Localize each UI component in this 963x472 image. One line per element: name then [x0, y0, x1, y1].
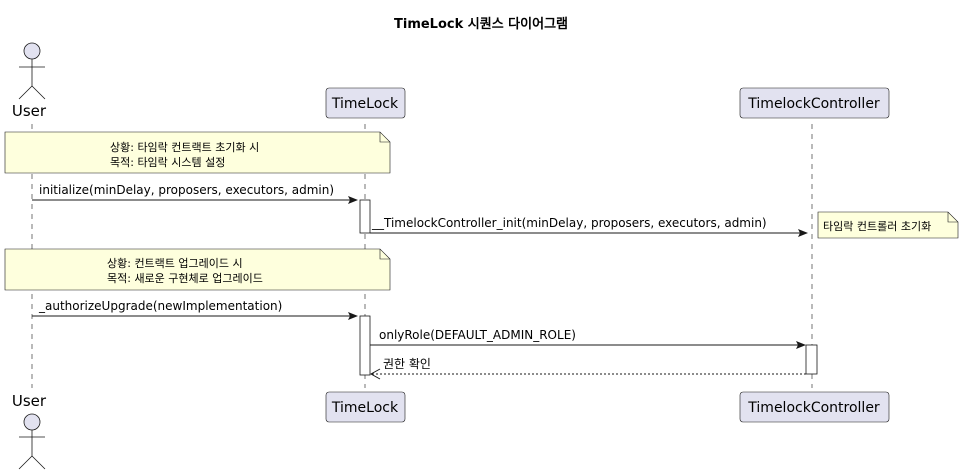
note-init-situation: 상황: 타임락 컨트랙트 초기화 시 [110, 141, 259, 154]
authorize-upgrade-message: _authorizeUpgrade(newImplementation) [38, 299, 282, 313]
note-upgrade-purpose: 목적: 새로운 구현체로 업그레이드 [107, 272, 263, 285]
controller-label-bottom: TimelockController [747, 400, 880, 416]
controller-participant-top [739, 87, 890, 119]
permission-return-message: 권한 확인 [383, 357, 431, 371]
controller-init-message: __TimelockController_init(minDelay, prop… [371, 216, 767, 230]
note-init-purpose: 목적: 타임락 시스템 설정 [110, 156, 225, 169]
controller-label-top: TimelockController [747, 96, 880, 112]
user-actor-bottom [18, 413, 46, 470]
timelock-activation-1 [359, 199, 371, 234]
only-role-message: onlyRole(DEFAULT_ADMIN_ROLE) [379, 328, 576, 342]
note-upgrade [4, 248, 391, 291]
note-upgrade-situation: 상황: 컨트랙트 업그레이드 시 [107, 257, 243, 270]
note-controller-init-text: 타임락 컨트롤러 초기화 [823, 220, 931, 233]
timelock-activation-2 [359, 315, 371, 376]
initialize-message: initialize(minDelay, proposers, executor… [39, 183, 334, 197]
timelock-participant-bottom [325, 391, 406, 423]
timelock-participant-top [325, 87, 406, 119]
user-label-top: User [12, 102, 47, 120]
timelock-label-bottom: TimeLock [331, 400, 399, 416]
note-controller-init [817, 211, 959, 239]
actor-head-icon [23, 413, 41, 431]
controller-participant-bottom [739, 391, 890, 423]
note-init [4, 131, 391, 174]
controller-activation [805, 344, 818, 375]
user-label-bottom: User [12, 392, 47, 410]
timelock-label-top: TimeLock [331, 96, 399, 112]
user-actor-top [18, 42, 46, 100]
actor-head-icon [23, 42, 41, 60]
diagram-title: TimeLock 시퀀스 다이어그램 [394, 16, 568, 32]
